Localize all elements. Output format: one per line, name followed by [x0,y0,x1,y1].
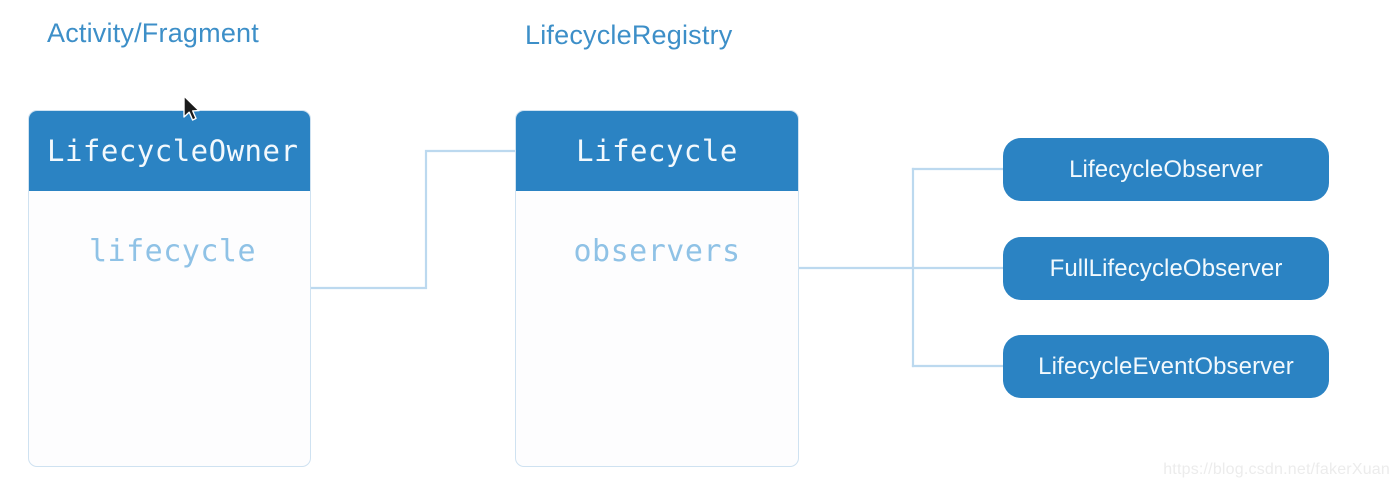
caption-activity-fragment: Activity/Fragment [47,18,259,48]
pill-full-lifecycle-observer[interactable]: FullLifecycleObserver [1003,237,1329,300]
watermark-text: https://blog.csdn.net/fakerXuan [1163,461,1390,478]
caption-lifecycle-registry: LifecycleRegistry [525,20,733,50]
class-field-observers: observers [573,233,741,269]
pill-lifecycle-observer[interactable]: LifecycleObserver [1003,138,1329,201]
class-field-lifecycle: lifecycle [89,233,257,269]
edge-owner-to-lifecycle [309,149,517,290]
class-box-lifecycle-owner[interactable]: LifecycleOwner lifecycle [28,110,311,467]
arrow-pointer-icon [183,95,200,121]
class-header-lifecycle-owner: LifecycleOwner [29,111,310,191]
class-header-lifecycle: Lifecycle [516,111,798,191]
pill-lifecycle-event-observer[interactable]: LifecycleEventObserver [1003,335,1329,398]
class-box-lifecycle[interactable]: Lifecycle observers [515,110,799,467]
